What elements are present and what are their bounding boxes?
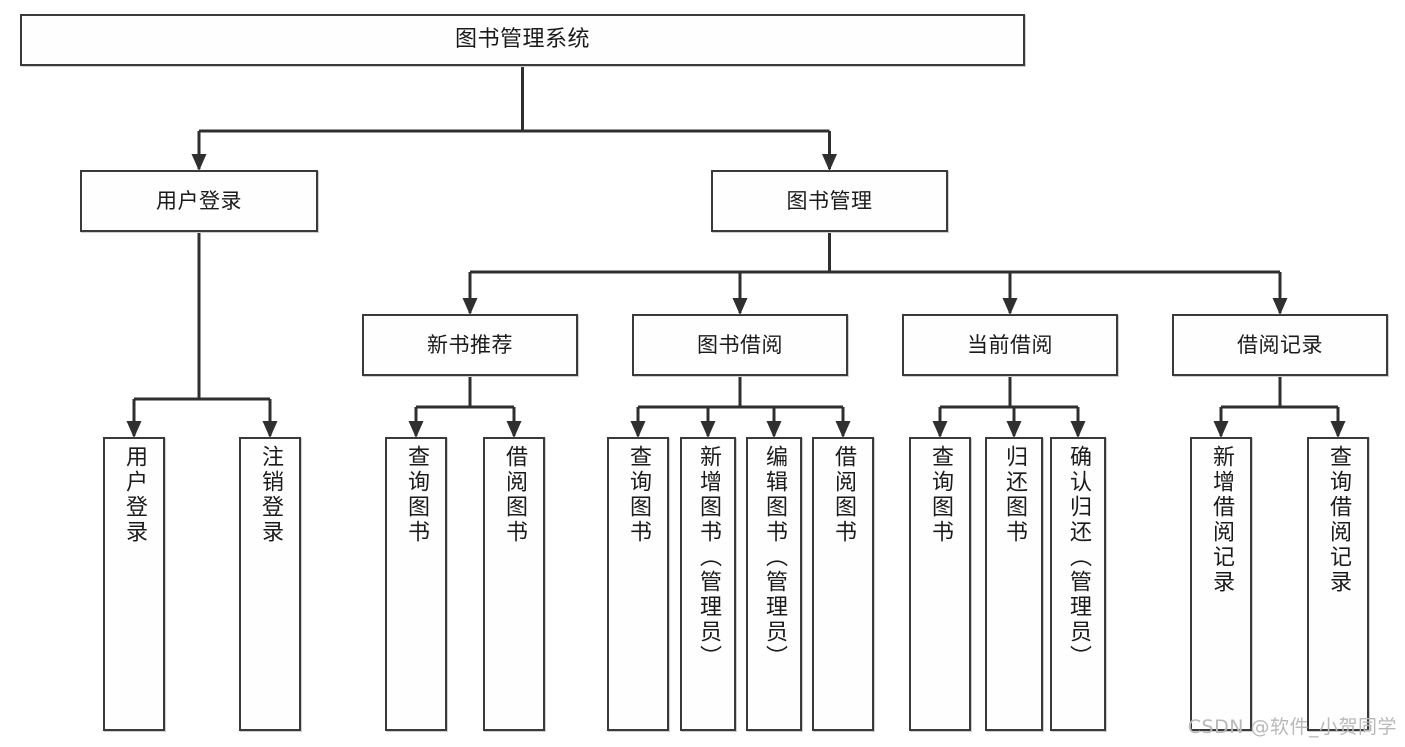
node-leaf-cu-return[interactable]: 归还图书: [985, 437, 1043, 731]
node-leaf-nb-query[interactable]: 查询图书: [385, 437, 447, 731]
node-label: 用户登录: [122, 445, 147, 545]
node-label: 图书管理: [786, 188, 873, 213]
node-leaf-bo-query[interactable]: 查询图书: [607, 437, 669, 731]
node-label: 查询图书: [928, 445, 953, 545]
node-label: 新书推荐: [427, 332, 513, 357]
node-label: 借阅图书: [831, 445, 856, 545]
node-leaf-user-login[interactable]: 用户登录: [103, 437, 165, 731]
node-label: 用户登录: [156, 188, 242, 213]
node-label: 当前借阅: [967, 332, 1053, 357]
node-newbook[interactable]: 新书推荐: [362, 314, 578, 376]
node-borrow[interactable]: 图书借阅: [632, 314, 848, 376]
node-label: 借阅图书: [502, 445, 527, 545]
node-records[interactable]: 借阅记录: [1172, 314, 1388, 376]
node-label: 查询借阅记录: [1326, 445, 1351, 595]
node-label: 查询图书: [404, 445, 429, 545]
node-label: 确认归还（管理员）: [1066, 445, 1091, 670]
node-leaf-user-logout[interactable]: 注销登录: [239, 437, 301, 731]
node-label: 查询图书: [626, 445, 651, 545]
node-label: 借阅记录: [1237, 332, 1323, 357]
node-leaf-bo-borrow[interactable]: 借阅图书: [812, 437, 874, 731]
node-leaf-bo-edit[interactable]: 编辑图书（管理员）: [746, 437, 802, 731]
node-label: 归还图书: [1002, 445, 1027, 545]
node-leaf-cu-confirm[interactable]: 确认归还（管理员）: [1050, 437, 1106, 731]
node-current[interactable]: 当前借阅: [902, 314, 1118, 376]
node-leaf-rc-query[interactable]: 查询借阅记录: [1307, 437, 1369, 731]
node-login[interactable]: 用户登录: [80, 170, 318, 232]
node-root[interactable]: 图书管理系统: [20, 14, 1025, 66]
node-leaf-cu-query[interactable]: 查询图书: [909, 437, 971, 731]
node-leaf-rc-add[interactable]: 新增借阅记录: [1190, 437, 1252, 731]
node-label: 编辑图书（管理员）: [762, 445, 787, 670]
node-label: 新增图书（管理员）: [696, 445, 721, 670]
node-label: 新增借阅记录: [1209, 445, 1234, 595]
node-bookmgmt[interactable]: 图书管理: [711, 170, 948, 232]
node-leaf-nb-borrow[interactable]: 借阅图书: [483, 437, 545, 731]
node-leaf-bo-add[interactable]: 新增图书（管理员）: [680, 437, 736, 731]
node-label: 注销登录: [258, 445, 283, 545]
watermark-text: CSDN @软件_小贺同学: [1187, 716, 1397, 738]
node-label: 图书借阅: [697, 332, 783, 357]
node-label: 图书管理系统: [454, 27, 590, 53]
